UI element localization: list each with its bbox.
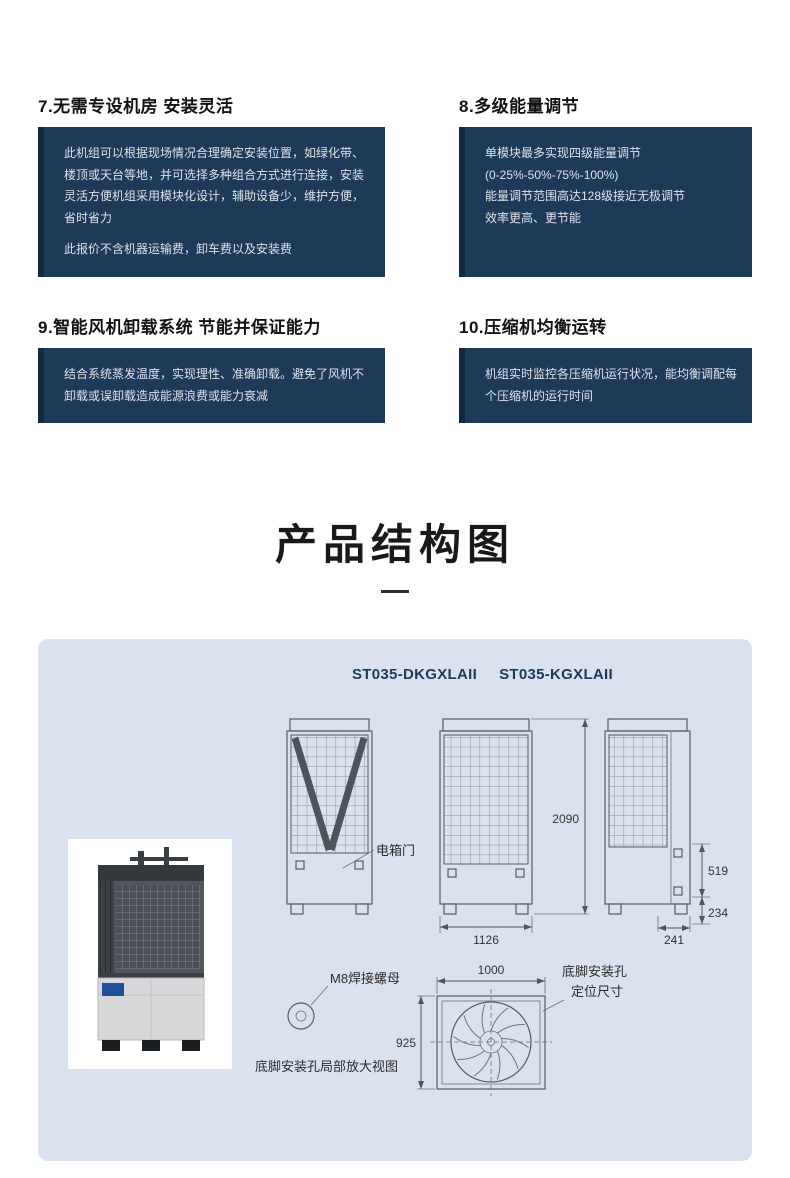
structure-title-wrap: 产品结构图 bbox=[0, 511, 790, 594]
feature-9-box: 结合系统蒸发温度，实现理性、准确卸载。避免了风机不卸载或误卸载造成能源浪费或能力… bbox=[38, 347, 385, 424]
feature-9-title: 9.智能风机卸载系统 节能并保证能力 bbox=[38, 317, 321, 337]
dim-234: 234 bbox=[692, 897, 728, 925]
structure-section-title: 产品结构图 bbox=[274, 523, 515, 570]
feature-7-note: 此报价不含机器运输费，卸车费以及安装费 bbox=[64, 242, 293, 257]
feature-8-title: 8.多级能量调节 bbox=[459, 97, 580, 116]
foot-hole-label-line2: 定位尺寸 bbox=[571, 984, 623, 999]
feature-10: 10.压缩机均衡运转 机组实时监控各压缩机运行状况，能均衡调配每个压缩机的运行时… bbox=[459, 313, 752, 424]
feature-8-text: 单模块最多实现四级能量调节 (0-25%-50%-75%-100%) 能量调节范… bbox=[485, 146, 686, 225]
dim-241: 241 bbox=[657, 916, 691, 947]
feature-7-title: 7.无需专设机房 安装灵活 bbox=[38, 97, 234, 116]
m8-nut-label: M8焊接螺母 bbox=[330, 971, 400, 986]
model-names: ST035-DKGXLAII ST035-KGXLAII bbox=[352, 666, 613, 683]
dim-925: 925 bbox=[396, 995, 435, 1090]
features-section: 7.无需专设机房 安装灵活 此机组可以根据现场情况合理确定安装位置，如绿化带、楼… bbox=[0, 0, 790, 424]
feature-7-text: 此机组可以根据现场情况合理确定安装位置，如绿化带、楼顶或天台等地，并可选择多种组… bbox=[64, 146, 365, 225]
side-view bbox=[604, 718, 691, 915]
dim-1000-text: 1000 bbox=[478, 963, 505, 977]
feature-10-box: 机组实时监控各压缩机运行状况，能均衡调配每个压缩机的运行时间 bbox=[459, 347, 752, 424]
dim-234-text: 234 bbox=[708, 906, 728, 920]
m8-nut-detail: M8焊接螺母 底脚安装孔局部放大视图 bbox=[255, 971, 400, 1074]
dim-height: 2090 bbox=[531, 718, 589, 915]
electric-box-label: 电箱门 bbox=[342, 843, 415, 869]
structure-diagram: 电箱门 bbox=[68, 718, 728, 1097]
feature-8-box: 单模块最多实现四级能量调节 (0-25%-50%-75%-100%) 能量调节范… bbox=[459, 127, 752, 277]
feature-9-text: 结合系统蒸发温度，实现理性、准确卸载。避免了风机不卸载或误卸载造成能源浪费或能力… bbox=[64, 366, 365, 403]
dim-1000: 1000 bbox=[436, 963, 546, 995]
dim-519-text: 519 bbox=[708, 864, 728, 878]
product-photo bbox=[68, 839, 232, 1070]
model-left: ST035-DKGXLAII bbox=[352, 666, 478, 684]
foot-hole-label-line1: 底脚安装孔 bbox=[562, 964, 627, 979]
feature-10-text: 机组实时监控各压缩机运行状况，能均衡调配每个压缩机的运行时间 bbox=[485, 366, 738, 403]
feature-7-box: 此机组可以根据现场情况合理确定安装位置，如绿化带、楼顶或天台等地，并可选择多种组… bbox=[38, 127, 385, 277]
dim-241-text: 241 bbox=[664, 933, 684, 947]
electric-box-label-text: 电箱门 bbox=[376, 843, 415, 858]
dim-width: 1126 bbox=[439, 916, 533, 947]
dim-height-text: 2090 bbox=[552, 812, 579, 826]
feature-7: 7.无需专设机房 安装灵活 此机组可以根据现场情况合理确定安装位置，如绿化带、楼… bbox=[38, 92, 385, 277]
feature-8: 8.多级能量调节 单模块最多实现四级能量调节 (0-25%-50%-75%-10… bbox=[459, 92, 752, 277]
dim-width-text: 1126 bbox=[473, 933, 499, 947]
foot-detail-caption: 底脚安装孔局部放大视图 bbox=[255, 1059, 398, 1074]
dim-519: 519 bbox=[692, 843, 728, 898]
front-view-left bbox=[286, 718, 373, 915]
feature-10-title: 10.压缩机均衡运转 bbox=[459, 317, 607, 337]
feature-9: 9.智能风机卸载系统 节能并保证能力 结合系统蒸发温度，实现理性、准确卸载。避免… bbox=[38, 313, 385, 424]
title-dash bbox=[381, 590, 409, 594]
structure-panel: ST035-DKGXLAII ST035-KGXLAII bbox=[38, 639, 752, 1162]
fan-cutout-detail bbox=[430, 989, 552, 1097]
front-view-center bbox=[439, 718, 533, 915]
model-right: ST035-KGXLAII bbox=[499, 666, 613, 684]
foot-hole-label: 底脚安装孔 定位尺寸 bbox=[542, 964, 627, 1012]
dim-925-text: 925 bbox=[396, 1036, 416, 1050]
